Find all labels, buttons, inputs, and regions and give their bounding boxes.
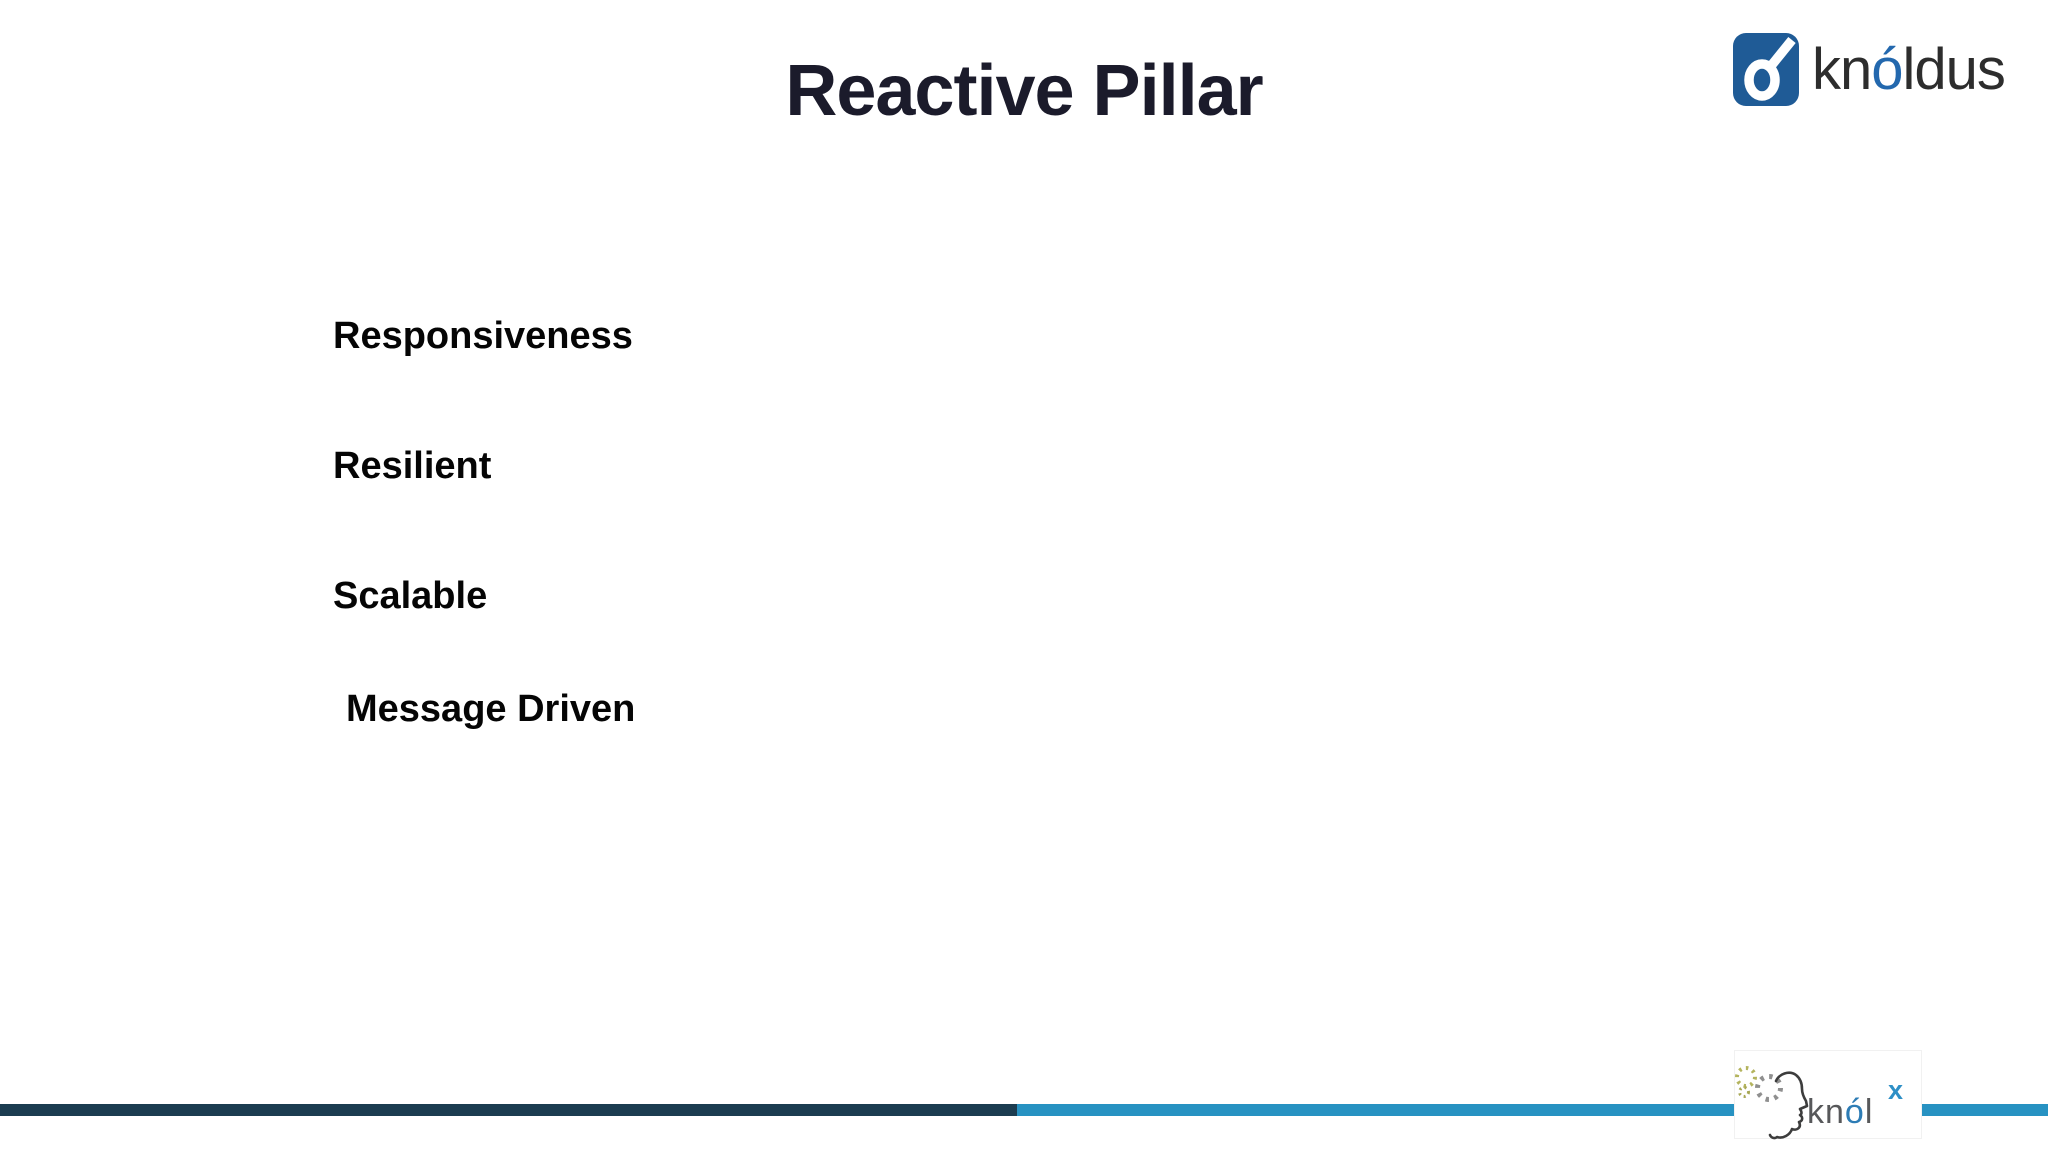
pillar-item-message-driven: Message Driven — [346, 688, 636, 730]
knoldus-logo: knóldus — [1733, 33, 2006, 107]
knoldus-logo-text: knóldus — [1812, 33, 2006, 107]
knolx-text-prefix: kn — [1807, 1093, 1845, 1131]
slide-title: Reactive Pillar — [785, 51, 1263, 131]
pillar-item-responsiveness: Responsiveness — [333, 315, 633, 357]
knolx-logo: knól x — [1734, 1050, 1922, 1140]
knoldus-icon — [1733, 33, 1799, 106]
pillar-item-resilient: Resilient — [333, 445, 492, 487]
knolx-text-accent: ó — [1844, 1093, 1865, 1131]
pillar-item-scalable: Scalable — [333, 575, 488, 617]
footer-bar-dark — [0, 1104, 1017, 1116]
knolx-superscript-x: x — [1888, 1075, 1904, 1105]
logo-text-accent: ó — [1871, 37, 1903, 102]
knolx-head-gears-icon — [1735, 1066, 1809, 1140]
knolx-logo-text: knól — [1807, 1095, 1873, 1129]
logo-text-prefix: kn — [1812, 37, 1872, 102]
logo-text-suffix: ldus — [1902, 37, 2006, 102]
knolx-text-suffix: l — [1864, 1093, 1874, 1131]
